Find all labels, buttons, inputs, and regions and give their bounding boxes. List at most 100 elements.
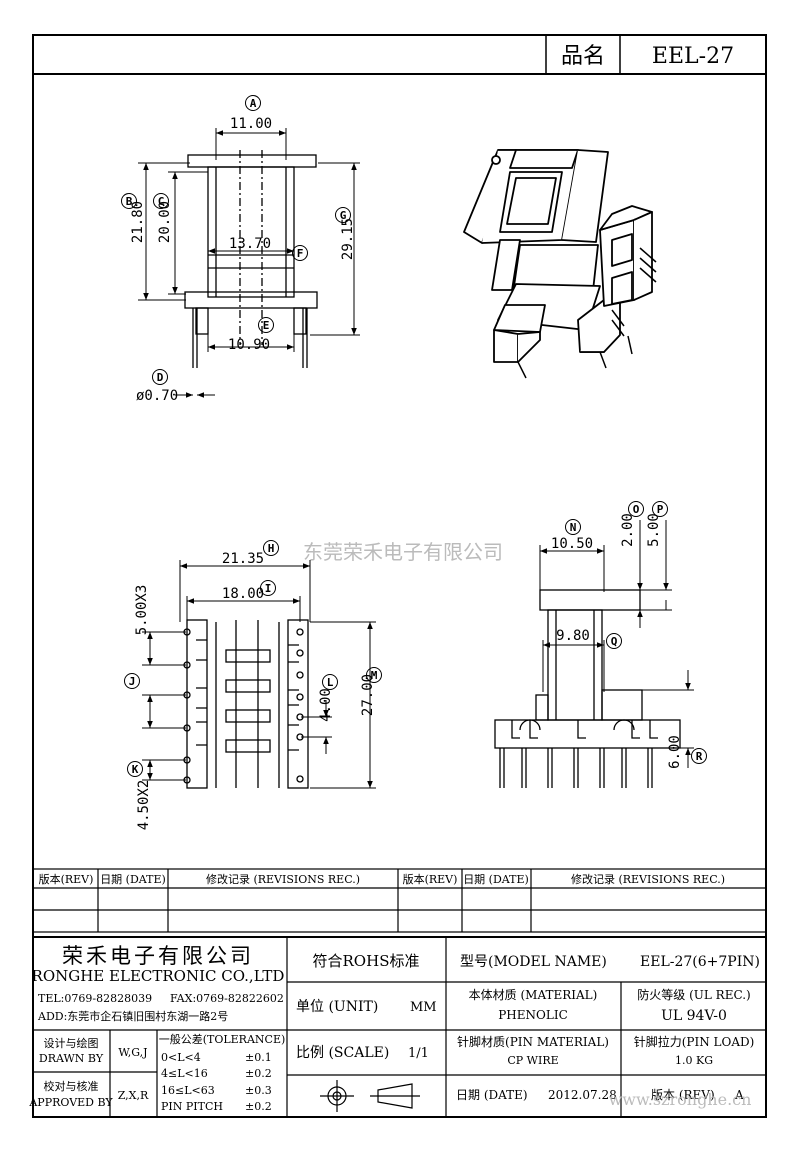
bottom-callouts: H I J K L M <box>124 540 382 777</box>
unit-value: MM <box>410 1000 437 1015</box>
pin-material-value: CP WIRE <box>507 1054 558 1067</box>
svg-text:Q: Q <box>611 635 618 648</box>
ul-value: UL 94V-0 <box>661 1008 727 1024</box>
dim-k-value: 4.50X2 <box>136 780 152 831</box>
rev-header-1: 版本(REV) <box>39 872 94 886</box>
callout-i: I <box>260 580 276 596</box>
company-block: 荣禾电子有限公司 RONGHE ELECTRONIC CO.,LTD TEL:0… <box>32 944 285 1023</box>
rev-label: 版本 (REV) <box>651 1088 715 1102</box>
iso-pins <box>517 247 657 379</box>
dim-p-value: 5.00 <box>646 513 662 547</box>
tol-range-4: PIN PITCH <box>161 1100 223 1113</box>
callout-d: D <box>152 369 168 385</box>
dim-h-value: 21.35 <box>222 551 264 567</box>
callout-f: F <box>292 245 308 261</box>
scale-value: 1/1 <box>408 1046 429 1061</box>
rev-value: A <box>734 1088 744 1102</box>
svg-text:R: R <box>696 750 703 763</box>
revision-table <box>32 868 767 933</box>
ul-label: 防火等级 (UL REC.) <box>637 987 750 1002</box>
svg-text:O: O <box>633 503 640 516</box>
title-block-grid <box>32 936 767 1118</box>
svg-text:J: J <box>129 675 136 688</box>
approved-by-cn: 校对与核准 <box>44 1079 99 1093</box>
date-value: 2012.07.28 <box>548 1088 617 1102</box>
callout-q: Q <box>606 633 622 649</box>
svg-text:E: E <box>263 319 270 332</box>
svg-text:M: M <box>371 669 378 682</box>
dim-c-value: 20.00 <box>157 201 173 243</box>
material-value: PHENOLIC <box>498 1008 568 1022</box>
dim-a-value: 11.00 <box>230 116 272 132</box>
svg-text:F: F <box>297 247 304 260</box>
approved-by-en: APPROVED BY <box>28 1096 113 1109</box>
scale-label: 比例 (SCALE) <box>296 1045 389 1061</box>
side-dimensions <box>539 520 694 768</box>
isometric-view <box>463 149 657 379</box>
dim-g-value: 29.15 <box>340 218 356 260</box>
dim-i-value: 18.00 <box>222 586 264 602</box>
dim-l-value: 4.00 <box>318 688 334 722</box>
tol-value-2: ±0.2 <box>245 1067 272 1080</box>
side-pins <box>499 748 653 788</box>
callout-k: K <box>127 761 143 777</box>
pin-load-label: 针脚拉力(PIN LOAD) <box>634 1034 755 1049</box>
projection-symbol <box>320 1080 420 1112</box>
side-callouts: N O P Q R <box>565 501 707 764</box>
material-label: 本体材质 (MATERIAL) <box>469 988 598 1002</box>
side-dim-text: 10.50 9.80 2.00 5.00 6.00 <box>551 513 683 769</box>
unit-label: 单位 (UNIT) <box>296 999 378 1015</box>
dim-d-value: ø0.70 <box>136 388 178 404</box>
watermark: 东莞荣禾电子有限公司 <box>303 540 503 564</box>
dim-o-value: 2.00 <box>620 513 636 547</box>
approved-by-value: Z,X,R <box>118 1089 149 1102</box>
side-view <box>494 589 681 788</box>
bottom-view <box>183 619 309 789</box>
rev-header-6: 修改记录 (REVISIONS REC.) <box>571 872 725 886</box>
website-watermark: www.szronghe.cn <box>609 1090 752 1109</box>
revision-headers: 版本(REV) 日期 (DATE) 修改记录 (REVISIONS REC.) … <box>39 872 725 886</box>
tol-range-1: 0<L<4 <box>161 1051 201 1064</box>
svg-text:N: N <box>570 521 577 534</box>
dim-n-value: 10.50 <box>551 536 593 552</box>
right-pin-holes <box>296 628 304 783</box>
tolerance-title: 一般公差(TOLERANCE) <box>159 1032 286 1046</box>
tol-value-1: ±0.1 <box>245 1051 272 1064</box>
dim-r-value: 6.00 <box>667 735 683 769</box>
svg-text:A: A <box>250 97 257 110</box>
callout-n: N <box>565 519 581 535</box>
callout-a: A <box>245 95 261 111</box>
tol-range-2: 4≤L<16 <box>161 1067 208 1080</box>
callout-e: E <box>258 317 274 333</box>
dim-b-value: 21.80 <box>130 201 146 243</box>
rev-header-4: 版本(REV) <box>403 872 458 886</box>
svg-text:G: G <box>340 209 347 222</box>
svg-text:C: C <box>158 195 165 208</box>
pin-load-value: 1.0 KG <box>675 1054 713 1067</box>
company-address: ADD:东莞市企石镇旧围村东湖一路2号 <box>37 1009 228 1023</box>
svg-text:B: B <box>126 195 133 208</box>
front-callouts: A B C G F E D <box>121 95 351 385</box>
model-title: EEL-27 <box>652 44 734 69</box>
svg-text:H: H <box>268 542 275 555</box>
dim-m-value: 27.00 <box>360 674 376 716</box>
front-dim-text: 11.00 21.80 20.00 13.70 29.15 10.90 ø0.7… <box>130 116 356 404</box>
bottom-dimensions <box>142 560 376 789</box>
svg-text:D: D <box>157 371 164 384</box>
model-value: EEL-27(6+7PIN) <box>640 954 760 970</box>
svg-text:K: K <box>132 763 139 776</box>
callout-g: G <box>335 207 351 223</box>
tol-value-3: ±0.3 <box>245 1084 272 1097</box>
rev-header-5: 日期 (DATE) <box>463 873 529 886</box>
bottom-dim-text: 21.35 18.00 5.00X3 4.50X2 4.00 27.00 <box>134 551 376 830</box>
svg-text:L: L <box>327 676 334 689</box>
svg-text:P: P <box>657 503 664 516</box>
callout-l: L <box>322 674 338 690</box>
dim-j-value: 5.00X3 <box>134 585 150 636</box>
sign-block: 设计与绘图 DRAWN BY W,G,J 校对与核准 APPROVED BY Z… <box>28 1036 149 1109</box>
drawn-by-en: DRAWN BY <box>39 1052 104 1065</box>
rev-header-2: 日期 (DATE) <box>100 873 166 886</box>
pin-material-label: 针脚材质(PIN MATERIAL) <box>457 1034 609 1049</box>
name-label: 品名 <box>561 44 605 69</box>
